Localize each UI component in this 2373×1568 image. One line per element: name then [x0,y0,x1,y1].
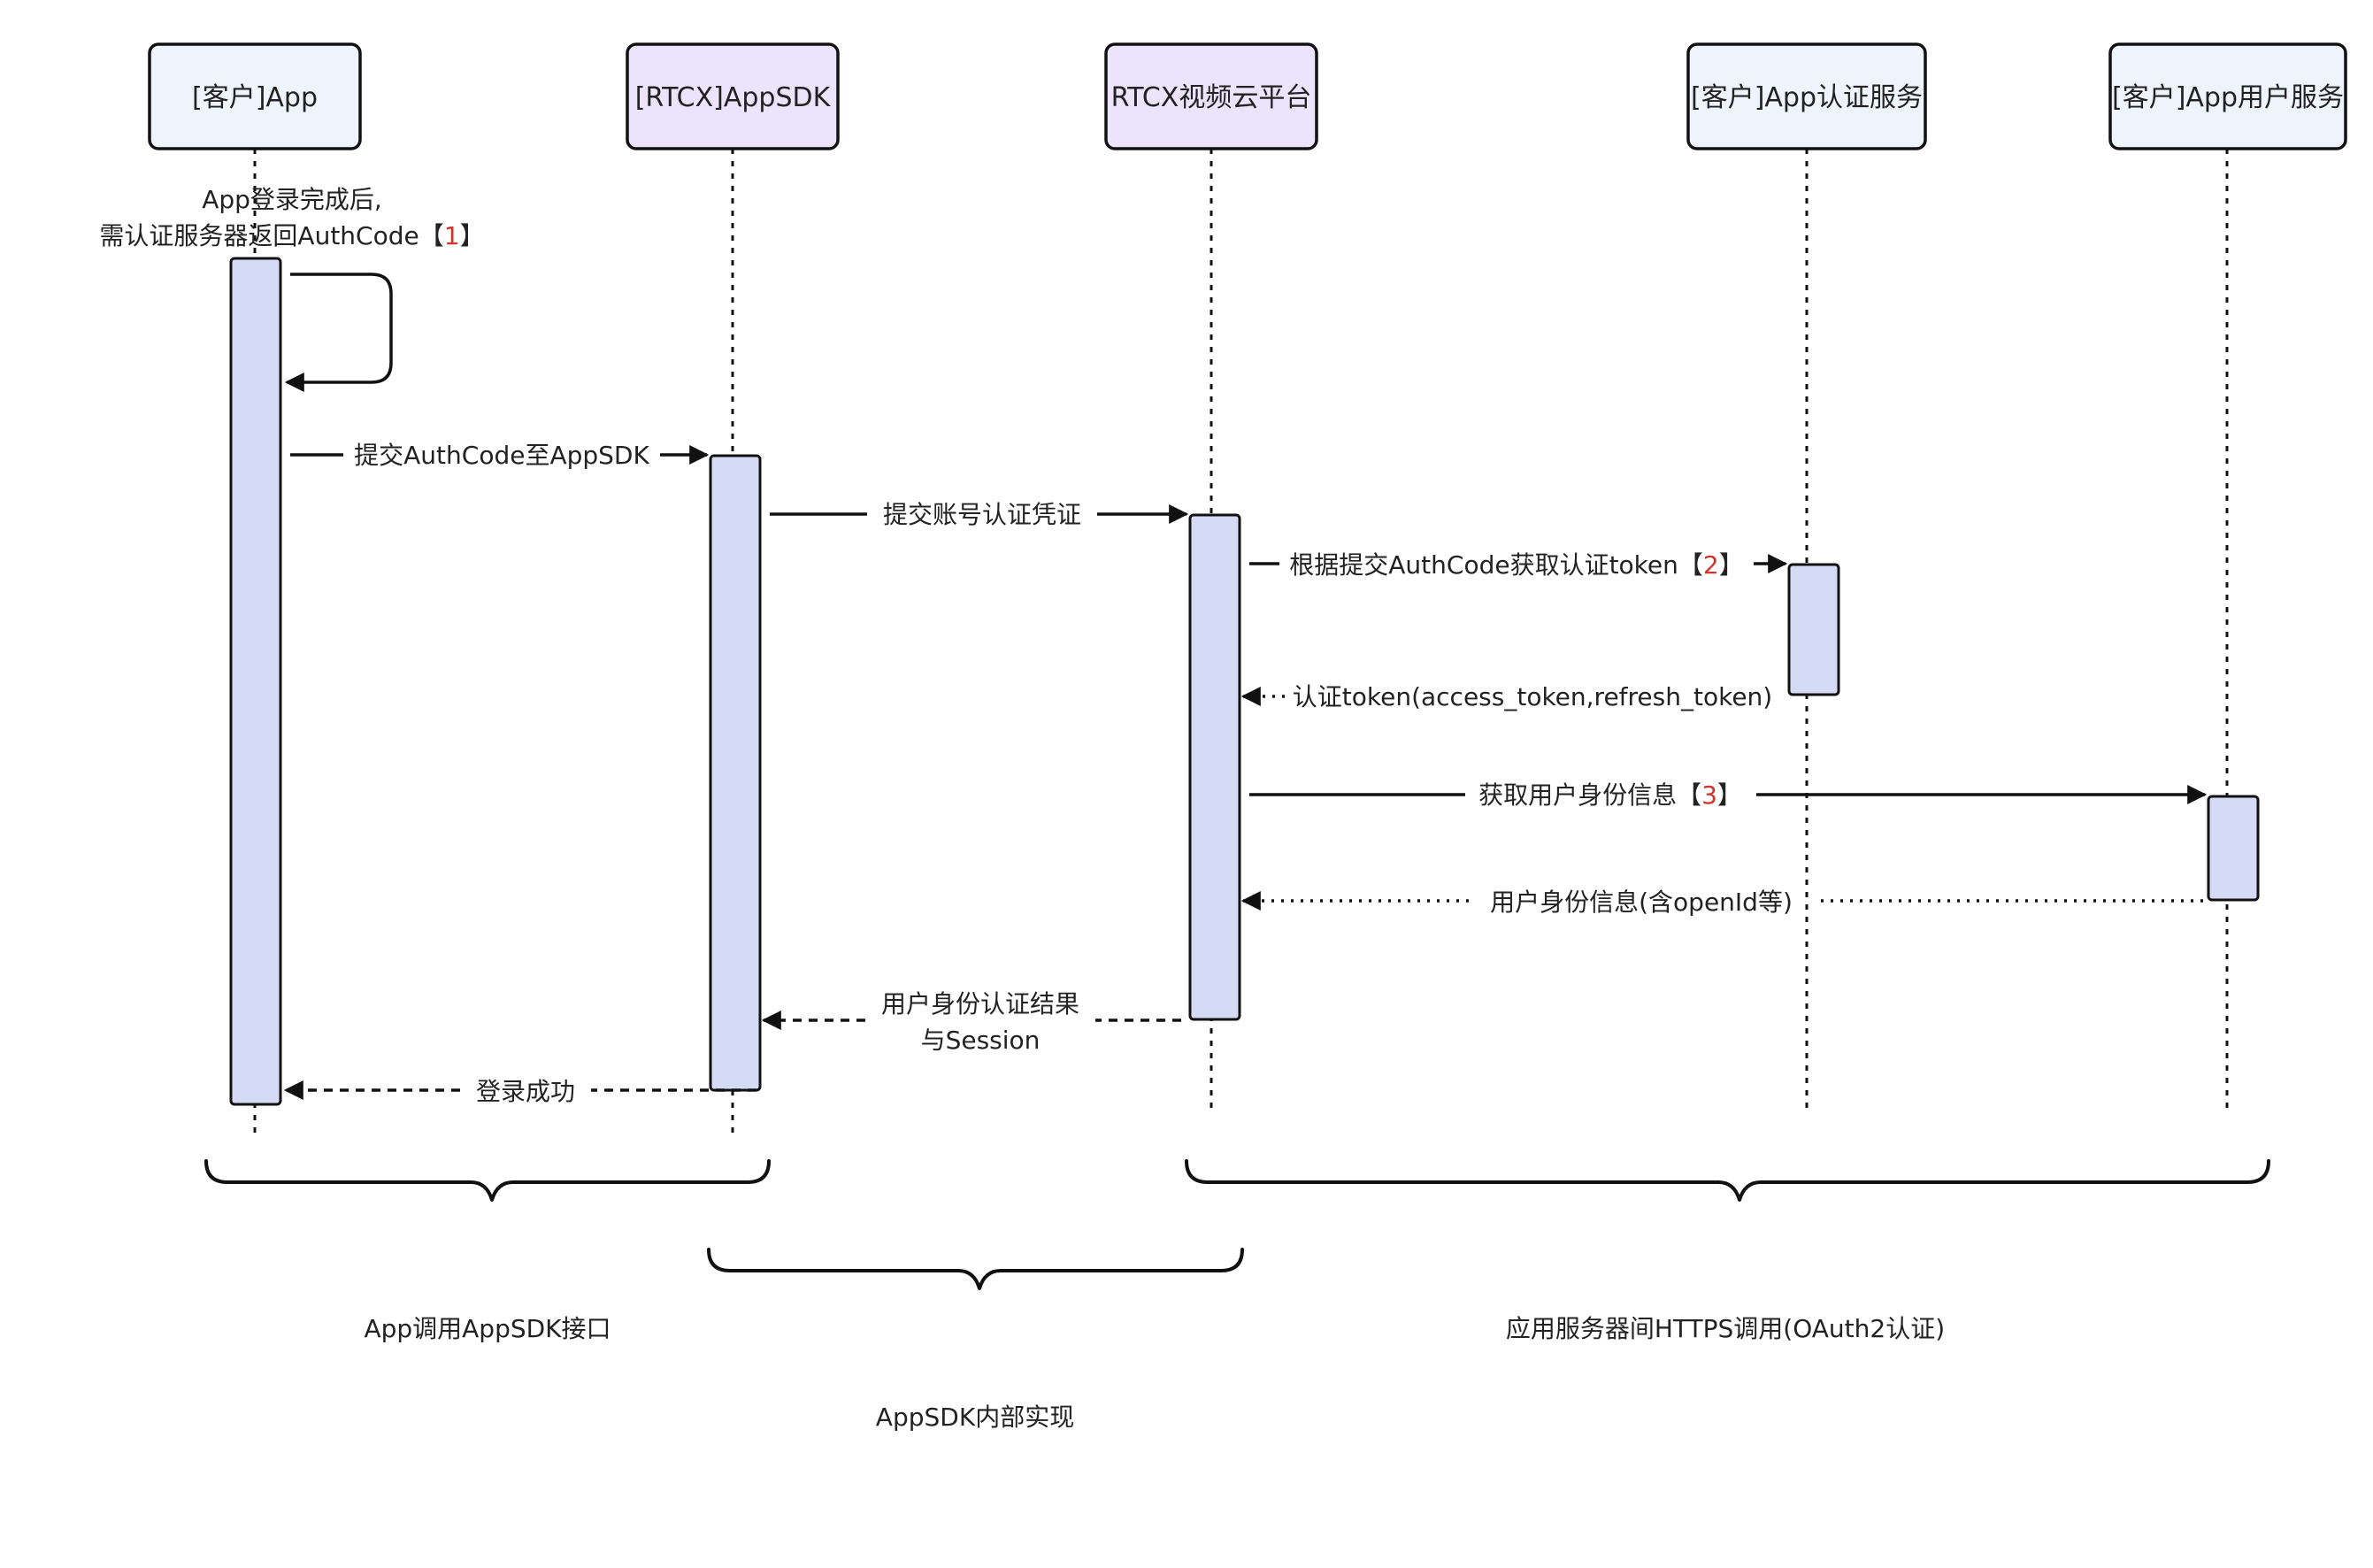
activation-rtcx [1188,513,1241,1021]
participant-box-app[interactable] [148,42,362,150]
self-message-line2: 需认证服务器返回AuthCode【1】 [99,221,484,250]
participant-label-app: [客户]App [192,82,318,113]
message-label-m6: 用户身份信息(含openId等) [1490,888,1793,917]
participant-label-sdk: [RTCX]AppSDK [635,82,832,113]
message-label-m1: 提交AuthCode至AppSDK [354,441,649,470]
participant-label-rtcx: RTCX视频云平台 [1111,82,1312,113]
participant-box-rtcx[interactable] [1104,42,1318,150]
participant-box-auth[interactable] [1686,42,1927,150]
self-message-arrow [284,273,393,392]
activation-sdk [709,454,762,1092]
message-label-m3: 根据提交AuthCode获取认证token【2】 [1289,550,1743,580]
message-label-m5: 获取用户身份信息【3】 [1478,780,1742,810]
activation-auth [1787,563,1840,696]
self-message-line1: App登录完成后, [202,185,382,214]
group-label-g3: 应用服务器间HTTPS调用(OAuth2认证) [1506,1314,1945,1343]
group-brace-g3 [1185,1159,2270,1202]
group-brace-g2 [707,1248,1244,1290]
group-label-g1: App调用AppSDK接口 [364,1314,611,1343]
message-label-m8: 登录成功 [476,1077,575,1106]
activation-app [229,257,282,1106]
group-label-g2: AppSDK内部实现 [876,1403,1074,1432]
message-label-m2: 提交账号认证凭证 [883,500,1081,529]
participant-box-user[interactable] [2108,42,2347,150]
message-label-m4: 认证token(access_token,refresh_token) [1293,682,1772,711]
message-label-m7-line1: 用户身份认证结果 [881,989,1079,1018]
participant-label-user: [客户]App用户服务 [2112,82,2344,113]
group-brace-g1 [204,1159,771,1202]
activation-user [2207,795,2260,902]
participant-box-sdk[interactable] [626,42,840,150]
participant-label-auth: [客户]App认证服务 [1691,82,1923,113]
message-label-m7-line2: 与Session [921,1026,1041,1055]
